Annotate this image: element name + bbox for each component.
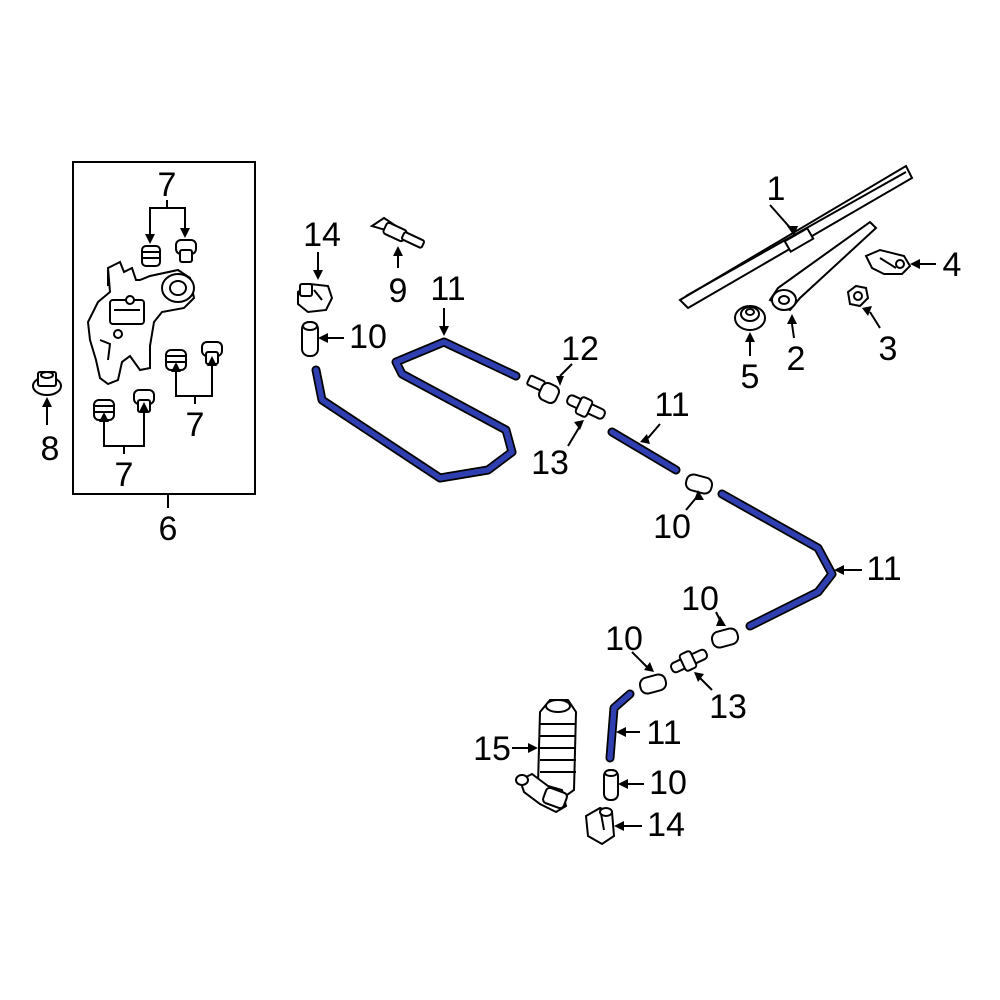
- hose-connector-icon: [684, 473, 714, 495]
- callout-10-bottom: 10: [649, 764, 687, 802]
- tee-connector-icon: [566, 394, 606, 420]
- tee-connector-icon: [669, 648, 709, 674]
- hose-connector-icon: [710, 627, 740, 649]
- callout-10-top: 10: [349, 318, 387, 356]
- hose-connector-icon: [301, 321, 319, 357]
- check-valve-icon: [526, 374, 560, 404]
- callout-13-lower: 13: [709, 688, 747, 726]
- nut-icon: [846, 284, 870, 308]
- callout-11-short: 11: [646, 714, 681, 752]
- callout-10-right: 10: [681, 580, 719, 618]
- bushing-icon: [141, 245, 161, 267]
- callout-4: 4: [943, 246, 962, 284]
- wiper-arm-icon: [768, 220, 878, 312]
- callout-7-right: 7: [186, 406, 205, 444]
- callout-3: 3: [879, 330, 898, 368]
- grommet-icon: [734, 305, 766, 331]
- callout-12: 12: [561, 330, 599, 368]
- callout-11-long: 11: [866, 550, 901, 588]
- washer-hose-mid: [607, 427, 681, 475]
- bushing-icon: [165, 349, 187, 371]
- washer-nozzle-icon: [297, 282, 334, 314]
- washer-hose-long: [717, 489, 837, 631]
- callout-7-bottom: 7: [115, 456, 134, 494]
- bushing-icon: [93, 399, 115, 421]
- callout-11-upper: 11: [430, 270, 465, 308]
- callout-15: 15: [473, 730, 511, 768]
- callout-5: 5: [741, 358, 760, 396]
- callout-10-lower: 10: [605, 620, 643, 658]
- arm-cap-icon: [864, 248, 912, 275]
- bolt-icon: [175, 239, 197, 263]
- callout-1: 1: [767, 170, 786, 208]
- callout-9: 9: [389, 272, 408, 310]
- wiper-blade-icon: [678, 164, 914, 310]
- callout-14-top: 14: [303, 216, 341, 254]
- washer-hose-short: [605, 689, 635, 763]
- wiper-motor-icon: [86, 260, 196, 386]
- hose-connector-icon: [603, 769, 619, 801]
- callout-13-upper: 13: [531, 444, 569, 482]
- washer-pump-icon: [515, 699, 578, 814]
- callout-8: 8: [41, 430, 60, 468]
- callout-6: 6: [159, 510, 178, 548]
- callout-2: 2: [787, 340, 806, 378]
- flange-nut-icon: [32, 371, 62, 396]
- assembly-inset-frame: [72, 161, 256, 495]
- callout-14-bottom: 14: [647, 806, 685, 844]
- hose-connector-icon: [638, 673, 668, 695]
- nozzle-pin-icon: [369, 216, 426, 249]
- callout-11-mid: 11: [654, 386, 689, 424]
- callout-10-mid: 10: [653, 508, 691, 546]
- callout-7-top: 7: [158, 166, 177, 204]
- washer-hose-upper: [311, 337, 521, 483]
- washer-nozzle-icon: [584, 806, 616, 846]
